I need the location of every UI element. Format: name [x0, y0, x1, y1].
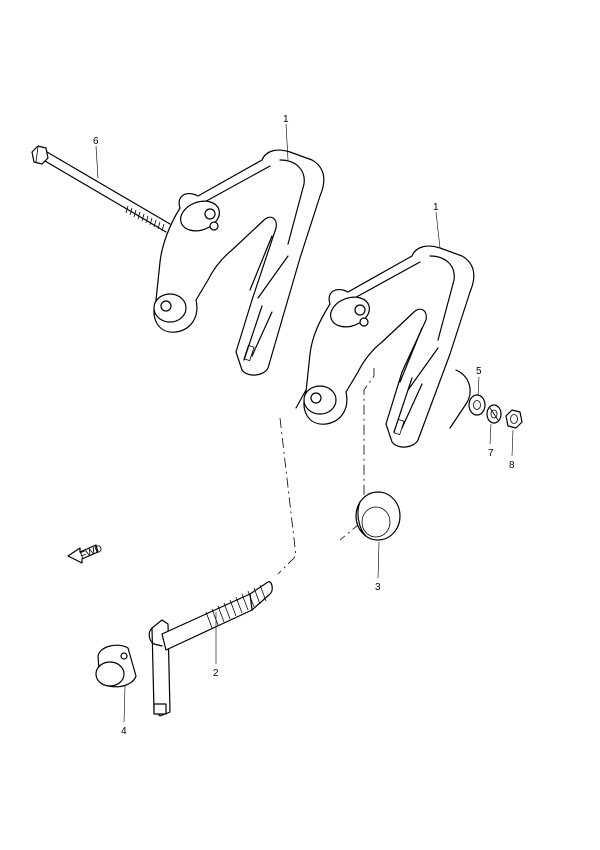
callout-3: 3	[375, 582, 381, 593]
callout-4: 4	[121, 726, 127, 737]
clamp-screw-part-2	[148, 581, 273, 717]
clamp-bracket-front-part-1	[295, 245, 475, 448]
clamp-pad-part-3	[355, 491, 401, 541]
leader-lines	[95, 123, 514, 723]
clamp-bracket-rear-part-1	[153, 149, 325, 376]
assembly-line	[277, 368, 375, 575]
callout-7: 7	[488, 448, 494, 459]
fwd-label: FWD	[79, 543, 104, 562]
spring-washer-part-7	[486, 404, 502, 424]
callout-8: 8	[509, 460, 515, 471]
callout-1-front: 1	[433, 202, 439, 213]
nut-part-8	[505, 409, 523, 429]
callout-2: 2	[213, 668, 219, 679]
callout-1-rear: 1	[283, 114, 289, 125]
handle-cap-part-4	[95, 644, 137, 688]
washer-part-5	[468, 394, 486, 416]
forward-arrow-icon: FWD	[67, 543, 104, 564]
callout-6: 6	[93, 136, 99, 147]
callout-5: 5	[476, 366, 482, 377]
bolt-part-6	[31, 145, 171, 233]
